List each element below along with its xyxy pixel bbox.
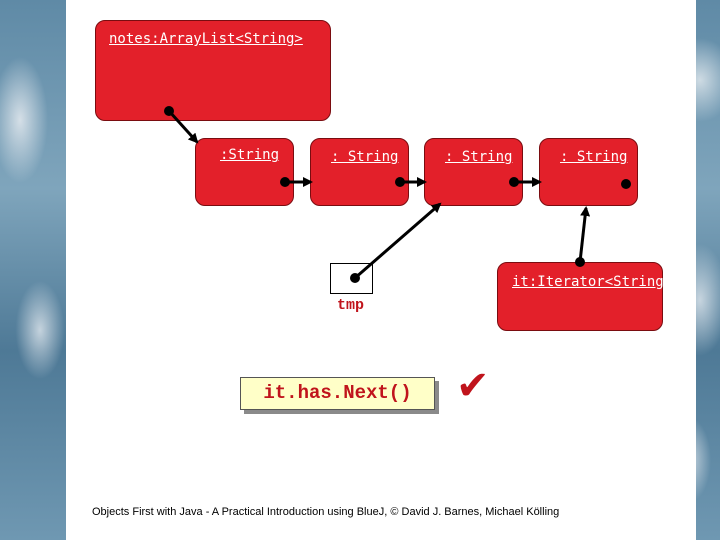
ref-dot-string4 [621,179,631,189]
string-label-4: : String [560,149,628,165]
string-label-2: : String [331,149,399,165]
link-list-to-string1 [167,109,199,144]
check-mark-icon: ✔ [456,363,490,409]
string-object-1: :String [195,138,294,206]
string-object-2: : String [310,138,409,206]
tmp-variable-label: tmp [337,297,365,314]
string-label-3: : String [445,149,513,165]
ref-dot-string3 [509,177,519,187]
has-next-code: it.has.Next() [240,377,435,410]
arraylist-object: notes:ArrayList<String> [95,20,331,121]
string-label-1: :String [220,147,280,163]
iterator-object: it:Iterator<String> [497,262,672,331]
link-iterator-to-string4 [578,206,591,263]
ref-dot-string1 [280,177,290,187]
ref-dot-tmp [350,273,360,283]
footer-credit: Objects First with Java - A Practical In… [92,506,560,518]
string-object-3: : String [424,138,523,206]
link-tmp-to-string3 [354,202,442,280]
iterator-label: it:Iterator<String> [512,274,673,290]
ref-dot-iterator [575,257,585,267]
string-object-4: : String [539,138,638,206]
ref-dot-string2 [395,177,405,187]
ref-dot-list [164,106,174,116]
arraylist-label: notes:ArrayList<String> [109,31,303,47]
